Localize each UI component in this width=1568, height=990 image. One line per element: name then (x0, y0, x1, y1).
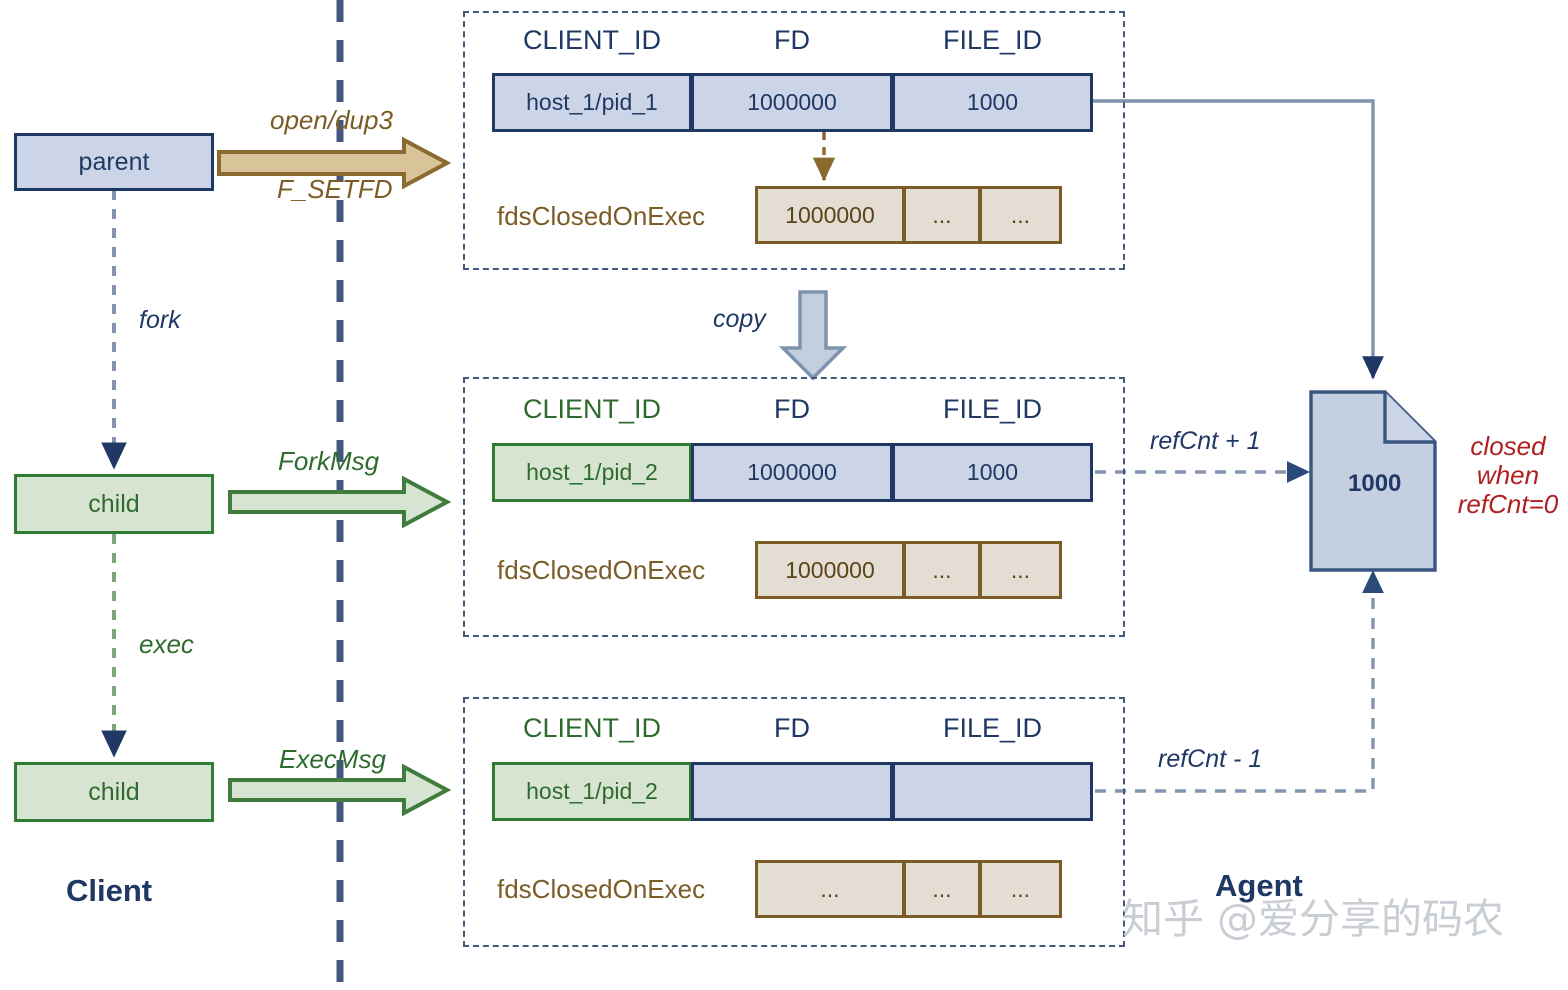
forkmsg-block-arrow (228, 475, 452, 529)
copy-block-arrow (778, 290, 848, 381)
table-child-exec-cell-fd[interactable] (691, 762, 893, 821)
file-closed-note-line-1: closed (1470, 431, 1546, 461)
table-parent-fds-cell-0[interactable]: 1000000 (755, 186, 905, 244)
table-child-fork-fds-cell-2[interactable]: ... (979, 541, 1062, 599)
agent-table-container-child-fork (463, 377, 1125, 637)
agent-table-container-child-exec (463, 697, 1125, 947)
table-parent-cell-file-id[interactable]: 1000 (892, 73, 1093, 132)
copy-label: copy (713, 305, 766, 333)
table-parent-fdsclosedonexec-label: fdsClosedOnExec (497, 201, 706, 231)
table-child-exec-header-client-id: CLIENT_ID (522, 713, 662, 743)
table-child-exec-header-fd: FD (774, 713, 810, 743)
open-dup3-label: open/dup3 (270, 105, 393, 135)
table-child-exec-cell-client-id[interactable]: host_1/pid_2 (492, 762, 692, 821)
forkmsg-label: ForkMsg (278, 446, 380, 476)
process-box-child-exec-label: child (88, 777, 140, 806)
process-box-child-fork[interactable]: child (14, 474, 214, 534)
table-parent-cell-client-id[interactable]: host_1/pid_1 (492, 73, 692, 132)
process-box-parent-label: parent (78, 147, 150, 176)
refcnt-dec-label: refCnt - 1 (1158, 745, 1263, 773)
table-child-fork-header-file-id: FILE_ID (942, 394, 1043, 424)
table-parent-cell-fd[interactable]: 1000000 (691, 73, 893, 132)
table-parent-header-file-id: FILE_ID (942, 25, 1043, 55)
zone-label-client: Client (66, 873, 153, 908)
file-object-id-value: 1000 (1348, 470, 1402, 497)
exec-label: exec (139, 629, 194, 659)
zone-label-agent: Agent (1215, 868, 1303, 903)
table-parent-header-fd: FD (774, 25, 810, 55)
table-child-fork-cell-fd[interactable]: 1000000 (691, 443, 893, 502)
process-box-parent[interactable]: parent (14, 133, 214, 191)
table-child-fork-fds-cell-0[interactable]: 1000000 (755, 541, 905, 599)
watermark: 知乎 @爱分享的码农 (1122, 895, 1505, 943)
refcnt-inc-label: refCnt + 1 (1150, 427, 1261, 455)
process-box-child-fork-label: child (88, 489, 140, 518)
table-child-fork-cell-file-id[interactable]: 1000 (892, 443, 1093, 502)
table-child-exec-fds-cell-1[interactable]: ... (903, 860, 981, 918)
table-child-fork-fdsclosedonexec-label: fdsClosedOnExec (497, 555, 706, 585)
file-closed-note-line-2: when (1476, 460, 1540, 491)
agent-table-container-parent (463, 11, 1125, 270)
table-child-exec-header-file-id: FILE_ID (942, 713, 1043, 743)
f-setfd-label: F_SETFD (277, 174, 393, 204)
table-child-fork-cell-client-id[interactable]: host_1/pid_2 (492, 443, 692, 502)
table-parent-header-client-id: CLIENT_ID (522, 25, 662, 55)
process-box-child-exec[interactable]: child (14, 762, 214, 822)
table-child-fork-header-fd: FD (774, 394, 810, 424)
table-parent-fds-cell-2[interactable]: ... (979, 186, 1062, 244)
fork-label: fork (139, 306, 181, 334)
file-closed-note: closed when refCnt=0 (1449, 431, 1567, 520)
table-parent-fds-cell-1[interactable]: ... (903, 186, 981, 244)
table-child-exec-fds-cell-0[interactable]: ... (755, 860, 905, 918)
fileid-to-file-connector (1093, 99, 1384, 380)
file-closed-note-line-3: refCnt=0 (1457, 489, 1559, 520)
table-child-fork-fds-cell-1[interactable]: ... (903, 541, 981, 599)
table-child-exec-cell-file-id[interactable] (892, 762, 1093, 821)
table-child-exec-fds-cell-2[interactable]: ... (979, 860, 1062, 918)
table-child-exec-fdsclosedonexec-label: fdsClosedOnExec (497, 874, 706, 904)
execmsg-label: ExecMsg (279, 744, 386, 774)
table-child-fork-header-client-id: CLIENT_ID (522, 394, 662, 424)
